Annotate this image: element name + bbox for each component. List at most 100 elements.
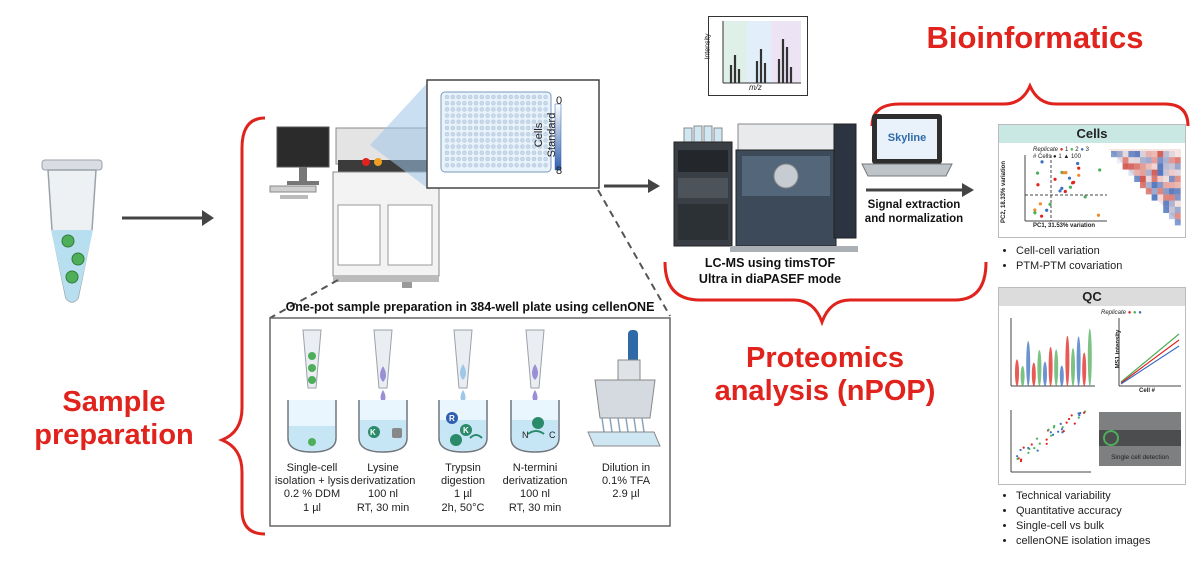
- plate-well: [450, 107, 455, 112]
- violin: [1076, 336, 1081, 386]
- pca-point: [1040, 160, 1044, 164]
- violin: [1048, 346, 1053, 386]
- plate-well: [514, 163, 519, 168]
- qc-scatter-point: [1022, 446, 1025, 449]
- pca-point: [1048, 202, 1052, 206]
- plate-well: [450, 101, 455, 106]
- plate-well: [502, 150, 508, 155]
- plate-well: [485, 101, 490, 106]
- plate-well: [473, 132, 479, 137]
- plate-well: [531, 156, 537, 162]
- heatmap-cell: [1163, 182, 1169, 189]
- plate-well: [462, 144, 467, 149]
- laptop-icon: [861, 114, 953, 177]
- bead-k-step3: K: [463, 426, 469, 435]
- plate-well: [497, 107, 502, 112]
- heatmap-cell: [1174, 182, 1181, 189]
- plate-well: [508, 101, 513, 106]
- plate-well: [502, 156, 508, 162]
- plate-well: [491, 138, 496, 143]
- heatmap-cell: [1145, 163, 1152, 170]
- qc-scatter-point: [1045, 438, 1048, 441]
- cells-count-100: 100: [1070, 153, 1081, 160]
- pca-point: [1068, 185, 1073, 189]
- plate-well: [462, 94, 467, 100]
- plate-well: [520, 132, 525, 137]
- cells-panel-title: Cells: [999, 125, 1185, 143]
- plate-well: [468, 144, 473, 149]
- heatmap-cell: [1151, 188, 1158, 195]
- cells-triangle-icon: ▲: [1063, 153, 1070, 160]
- plate-well: [473, 144, 479, 149]
- pca-point: [1096, 213, 1101, 217]
- plate-well: [462, 132, 467, 137]
- plate-well: [450, 156, 455, 162]
- plate-well: [462, 125, 467, 131]
- plate-well: [473, 119, 479, 124]
- plate-well: [514, 132, 519, 137]
- heatmap-cell: [1140, 169, 1146, 176]
- plate-well: [468, 107, 473, 112]
- plate-well: [450, 94, 455, 100]
- plate-well: [479, 163, 484, 168]
- heatmap-cell: [1169, 157, 1175, 164]
- qc-scatter-point: [1057, 430, 1060, 433]
- plate-well: [508, 144, 513, 149]
- plate-well: [526, 132, 531, 137]
- cells-legend-cells: # Cells: [1033, 153, 1052, 160]
- qc-replicate-legend: Replicate ● ● ●: [1101, 310, 1142, 316]
- heatmap-cell: [1163, 200, 1169, 207]
- qc-scatter-point: [1051, 433, 1055, 436]
- pca-point: [1033, 208, 1037, 212]
- qc-ms1-axis: MS1 intensity: [1115, 329, 1122, 369]
- qc-replicate-label: Replicate: [1101, 310, 1127, 316]
- qc-scatter-point: [1047, 428, 1050, 431]
- qc-scatter-point: [1067, 417, 1071, 421]
- heatmap-cell: [1128, 157, 1135, 164]
- plate-well: [479, 144, 484, 149]
- plate-well: [456, 138, 461, 143]
- plate-well: [531, 107, 537, 112]
- plate-well: [497, 163, 502, 168]
- plate-well: [497, 156, 502, 162]
- heatmap-cell: [1174, 219, 1181, 226]
- plate-well: [520, 101, 525, 106]
- spectrum-ylabel: Intensity: [704, 33, 712, 60]
- heatmap-cell: [1157, 194, 1164, 201]
- plate-well: [537, 132, 542, 137]
- rep3-dot-icon: ●: [1080, 147, 1084, 153]
- heatmap-cell: [1134, 169, 1140, 176]
- plate-well: [502, 101, 508, 106]
- heatmap-cell: [1163, 175, 1169, 182]
- plate-well: [520, 150, 525, 155]
- qc-bullet-4: cellenONE isolation images: [1016, 534, 1200, 549]
- plate-well: [526, 107, 531, 112]
- plate-well: [473, 107, 479, 112]
- heatmap-cell: [1151, 175, 1158, 182]
- n-terminus-label: N: [522, 430, 529, 440]
- pca-point: [1076, 161, 1080, 166]
- step2-pipette-icon: [373, 329, 393, 403]
- step4-caption: N-termini derivatization 100 nl RT, 30 m…: [498, 462, 572, 515]
- plate-well: [456, 132, 461, 137]
- heatmap-cell: [1145, 182, 1152, 189]
- plate-well: [531, 101, 537, 106]
- plate-well: [514, 125, 519, 131]
- skyline-label: Skyline: [887, 132, 927, 144]
- qc-scatter-point: [1050, 434, 1053, 437]
- pca-point: [1077, 166, 1081, 170]
- plate-well: [485, 156, 490, 162]
- plate-well: [462, 119, 467, 124]
- plate-well: [456, 150, 461, 155]
- plate-well: [531, 119, 537, 124]
- step2-line2: derivatization: [350, 475, 416, 488]
- plate-well: [502, 163, 508, 168]
- bioinformatics-title: Bioinformatics: [926, 20, 1144, 55]
- qc-panel: QC Replicate ● ● ● Cell # MS1 intensity …: [998, 287, 1186, 485]
- heatmap-cell: [1163, 169, 1169, 176]
- plate-well: [497, 132, 502, 137]
- rep1-dot-icon: ●: [1059, 147, 1064, 153]
- signal-line-2: and normalization: [864, 213, 964, 226]
- rep2-dot-icon: ●: [1070, 147, 1074, 153]
- heatmap-cell: [1175, 151, 1181, 157]
